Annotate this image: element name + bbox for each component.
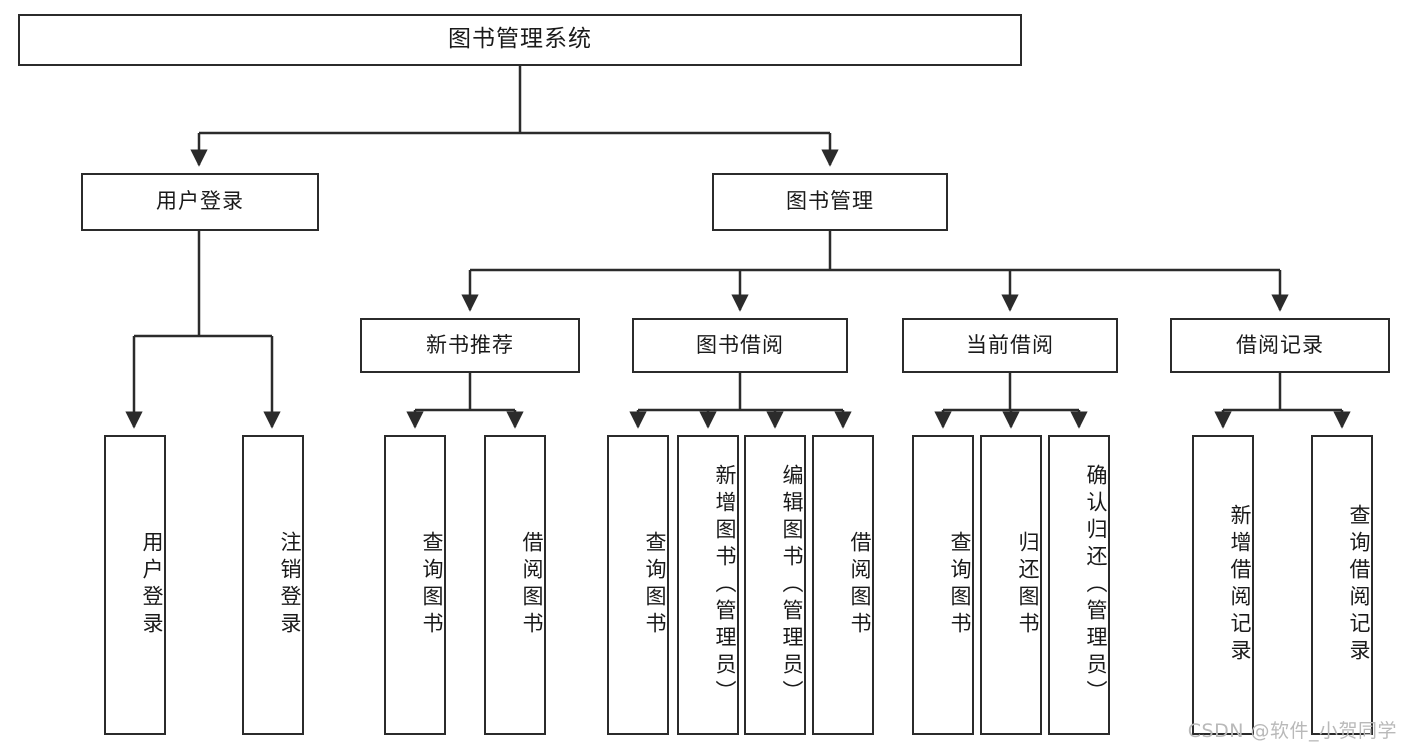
node-leaf-logout[interactable]: 注销登录	[242, 435, 304, 735]
node-leaf-edit-book-label: 编辑图书（管理员）	[780, 463, 804, 707]
node-leaf-query-borrow-record-label: 查询借阅记录	[1347, 504, 1371, 666]
watermark-text: CSDN @软件_小贺同学	[1187, 720, 1397, 742]
node-leaf-return-book-label: 归还图书	[1016, 531, 1040, 639]
node-leaf-add-book-label: 新增图书（管理员）	[713, 463, 737, 707]
node-leaf-logout-label: 注销登录	[278, 531, 302, 639]
node-book-borrow-label: 图书借阅	[696, 332, 784, 357]
node-leaf-query-book-current[interactable]: 查询图书	[912, 435, 974, 735]
node-leaf-confirm-return-label: 确认归还（管理员）	[1084, 463, 1108, 707]
node-leaf-add-book[interactable]: 新增图书（管理员）	[677, 435, 739, 735]
node-leaf-query-book-recommend[interactable]: 查询图书	[384, 435, 446, 735]
node-leaf-confirm-return[interactable]: 确认归还（管理员）	[1048, 435, 1110, 735]
node-new-book-recommend-label: 新书推荐	[426, 332, 514, 357]
node-leaf-borrow-book-label: 借阅图书	[848, 531, 872, 639]
node-leaf-user-login[interactable]: 用户登录	[104, 435, 166, 735]
node-leaf-return-book[interactable]: 归还图书	[980, 435, 1042, 735]
node-leaf-borrow-book[interactable]: 借阅图书	[812, 435, 874, 735]
node-current-borrow-label: 当前借阅	[966, 332, 1054, 357]
node-leaf-borrow-book-recommend[interactable]: 借阅图书	[484, 435, 546, 735]
node-leaf-query-book-recommend-label: 查询图书	[420, 531, 444, 639]
node-leaf-add-borrow-record[interactable]: 新增借阅记录	[1192, 435, 1254, 735]
node-leaf-user-login-label: 用户登录	[140, 531, 164, 639]
node-leaf-add-borrow-record-label: 新增借阅记录	[1228, 504, 1252, 666]
node-user-login[interactable]: 用户登录	[81, 173, 319, 231]
node-leaf-query-book-current-label: 查询图书	[948, 531, 972, 639]
node-book-borrow[interactable]: 图书借阅	[632, 318, 848, 373]
node-borrow-record[interactable]: 借阅记录	[1170, 318, 1390, 373]
node-leaf-borrow-book-recommend-label: 借阅图书	[520, 531, 544, 639]
node-leaf-edit-book[interactable]: 编辑图书（管理员）	[744, 435, 806, 735]
node-leaf-query-book-borrow-label: 查询图书	[643, 531, 667, 639]
node-user-login-label: 用户登录	[156, 189, 244, 214]
node-new-book-recommend[interactable]: 新书推荐	[360, 318, 580, 373]
node-leaf-query-borrow-record[interactable]: 查询借阅记录	[1311, 435, 1373, 735]
node-borrow-record-label: 借阅记录	[1236, 332, 1324, 357]
node-leaf-query-book-borrow[interactable]: 查询图书	[607, 435, 669, 735]
node-root-label: 图书管理系统	[448, 26, 592, 53]
node-book-manage-label: 图书管理	[786, 189, 874, 214]
node-book-manage[interactable]: 图书管理	[712, 173, 948, 231]
node-current-borrow[interactable]: 当前借阅	[902, 318, 1118, 373]
node-root[interactable]: 图书管理系统	[18, 14, 1022, 66]
